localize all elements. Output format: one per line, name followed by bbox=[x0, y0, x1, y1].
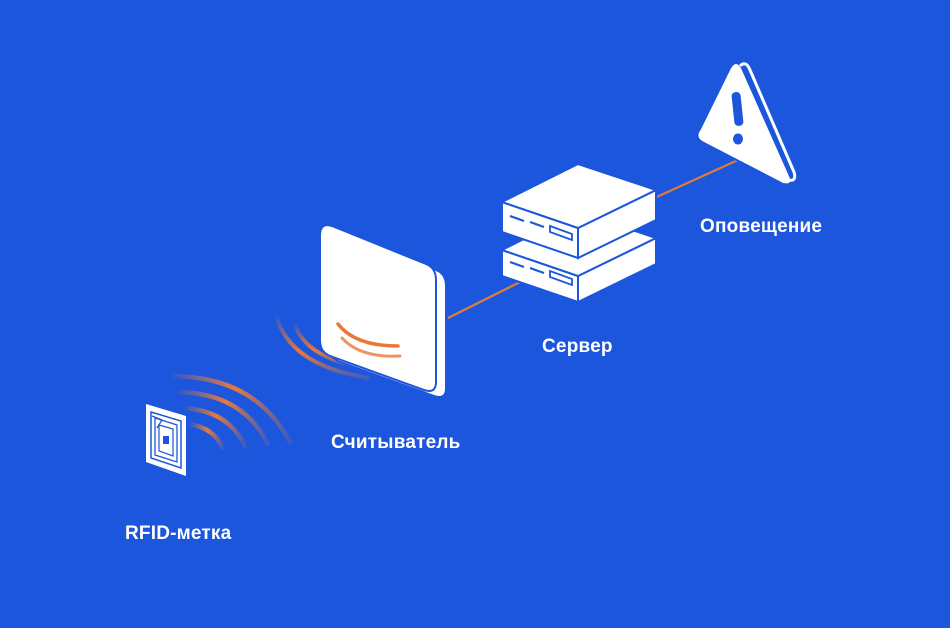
rfid-tag-label: RFID-метка bbox=[125, 523, 232, 544]
server-label: Сервер bbox=[542, 336, 613, 357]
rfid-tag-icon bbox=[146, 404, 186, 476]
server-unit-top bbox=[499, 162, 659, 260]
tag-signal-waves bbox=[165, 373, 293, 451]
reader-label: Считыватель bbox=[331, 432, 461, 453]
server-icon bbox=[499, 162, 659, 304]
warning-icon bbox=[696, 62, 797, 186]
server-alert-connector bbox=[649, 158, 739, 202]
rfid-reader-icon bbox=[319, 224, 447, 398]
alert-label: Оповещение bbox=[700, 216, 823, 237]
